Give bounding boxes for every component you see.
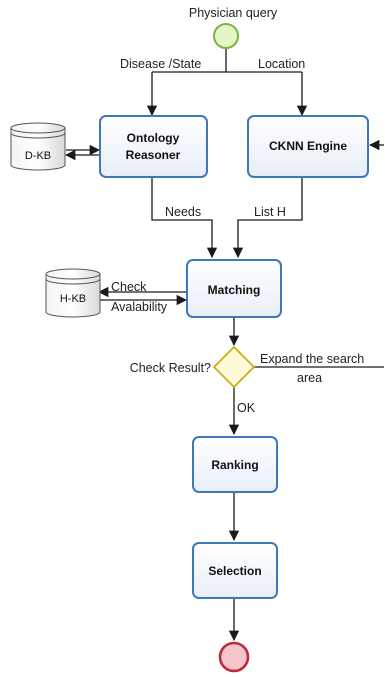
edge-needs [151, 178, 218, 259]
expand-label-line2: area [297, 371, 322, 385]
check-result-gateway [212, 345, 256, 389]
ranking-box [192, 436, 278, 493]
selection-box [192, 542, 278, 599]
ontology-label-line1: Ontology [127, 131, 180, 145]
list-h-label: List H [254, 205, 286, 219]
location-label: Location [258, 57, 305, 71]
hkb-store: H-KB [45, 268, 101, 318]
check-result-label: Check Result? [130, 361, 211, 375]
matching-box [186, 259, 282, 318]
ckmm-engine-label: CKNN Engine [269, 139, 347, 153]
start-label: Physician query [189, 6, 278, 20]
needs-label: Needs [165, 205, 201, 219]
ckmm-engine-box [247, 115, 369, 178]
start-event [213, 23, 239, 49]
expand-label-line1: Expand the search [260, 352, 364, 366]
disease-state-label: Disease /State [120, 57, 201, 71]
selection-label: Selection [208, 564, 261, 578]
connectors [64, 48, 384, 642]
edge-list-h [232, 178, 303, 259]
ok-label: OK [237, 401, 256, 415]
end-event [218, 641, 250, 673]
dkb-store: D-KB [10, 122, 66, 171]
edge-start-split [152, 48, 302, 73]
check-availability-label-line1: Check [111, 280, 147, 294]
hkb-label: H-KB [60, 293, 86, 305]
ontology-reasoner-box [99, 115, 208, 178]
ranking-label: Ranking [211, 458, 258, 472]
ontology-label-line2: Reasoner [126, 148, 181, 162]
dkb-label: D-KB [25, 150, 51, 162]
matching-label: Matching [208, 283, 261, 297]
check-availability-label-line2: Avalability [111, 300, 168, 314]
